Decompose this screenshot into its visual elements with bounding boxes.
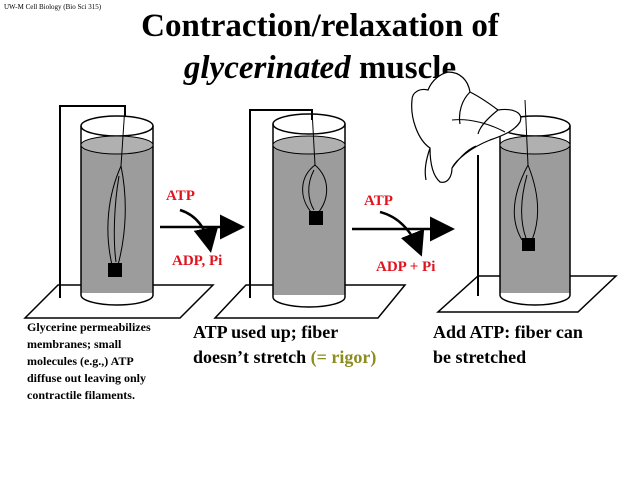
title-italic-word: glycerinated (183, 50, 351, 86)
panel3-muscle-fiber (513, 164, 539, 241)
panel1-caption-line: molecules (e.g.,) ATP (27, 354, 134, 368)
panel1-beaker (80, 126, 154, 306)
panel1-caption: Glycerine permeabilizes membranes; small… (27, 319, 192, 404)
panel1-caption-line: membranes; small (27, 337, 122, 351)
slide-title-line2: glycerinated muscle (0, 48, 640, 88)
panel3-beaker (499, 126, 571, 306)
panel1-base-plate (23, 284, 215, 319)
arrow1-adp-label: ADP, Pi (172, 253, 223, 269)
panel2-beaker (272, 124, 346, 308)
arrow2-adp-label: ADP + Pi (376, 259, 436, 275)
course-header: UW-M Cell Biology (Bio Sci 315) (4, 3, 102, 11)
panel2-base-plate (213, 284, 407, 319)
panel1-caption-line: Glycerine permeabilizes (27, 320, 151, 334)
panel2-caption: ATP used up; fiber doesn’t stretch (= ri… (193, 320, 428, 370)
panel3-caption-line: Add ATP: fiber can (433, 322, 583, 342)
slide-title-line1: Contraction/relaxation of (141, 8, 499, 44)
reaction-arrow-1 (160, 208, 245, 253)
arrow2-atp-label: ATP (364, 193, 393, 209)
rigor-label: (= rigor) (310, 347, 377, 367)
panel1-apparatus (23, 105, 215, 319)
panel2-caption-text: doesn’t stretch (193, 347, 311, 367)
panel2-caption-line1: ATP used up; fiber (193, 322, 339, 342)
panel3-liquid (500, 145, 570, 293)
panel1-caption-line: contractile filaments. (27, 388, 135, 402)
panel2-caption-line2: doesn’t stretch (= rigor) (193, 345, 428, 370)
panel1-muscle-fiber (107, 165, 126, 266)
panel1-weight (108, 263, 122, 277)
panel2-weight (309, 211, 323, 225)
panel3-hand-drawing (411, 71, 522, 183)
panel3-caption-line: be stretched (433, 347, 527, 367)
panel3-weight (522, 238, 535, 251)
panel3-caption: Add ATP: fiber can be stretched (433, 320, 633, 370)
reaction-arrow-2 (352, 210, 455, 257)
panel2-apparatus (213, 109, 407, 319)
panel1-caption-line: diffuse out leaving only (27, 371, 147, 385)
panel3-apparatus (411, 71, 618, 313)
arrow1-atp-label: ATP (166, 188, 195, 204)
panel2-muscle-fiber (302, 164, 328, 214)
